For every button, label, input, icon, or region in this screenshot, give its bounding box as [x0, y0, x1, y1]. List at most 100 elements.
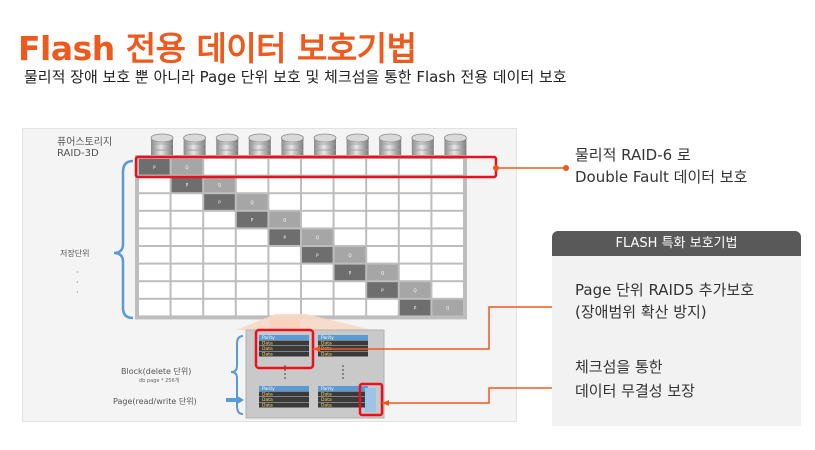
raid6-callout-line2: Double Fault 데이터 보호	[575, 168, 748, 186]
parity-label: Q	[283, 218, 286, 223]
parity-label: P	[316, 253, 319, 258]
grid-cell	[399, 229, 431, 245]
grid-cell	[236, 282, 268, 298]
grid-cell	[139, 194, 170, 210]
grid-cell	[236, 194, 268, 210]
parity-cell-label: Parity	[262, 335, 275, 341]
zoom-dot	[342, 369, 344, 371]
parity-label: Q	[218, 182, 221, 187]
page-subtitle: 물리적 장애 보호 뿐 아니라 Page 단위 보호 및 체크섬을 통한 Fla…	[24, 68, 567, 86]
parity-label: Q	[185, 165, 188, 170]
parity-label: Q	[348, 253, 351, 258]
parity-label: P	[414, 306, 417, 311]
raid6-callout-line1: 물리적 RAID-6 로	[575, 146, 691, 164]
feature-box-body	[552, 256, 801, 426]
parity-cell-label: Parity	[262, 386, 275, 392]
callout-raid6-line	[493, 165, 569, 171]
storage-bracket	[113, 159, 134, 320]
grid-cell	[367, 229, 398, 245]
parity-label: P	[381, 288, 384, 293]
grid-cell	[171, 159, 203, 175]
grid-cell	[139, 247, 170, 263]
data-cell-label: Data	[262, 403, 273, 409]
grid-cell	[236, 264, 268, 281]
grid-cell	[236, 247, 268, 263]
grid-cell	[302, 194, 333, 210]
grid-cell	[334, 264, 366, 281]
grid-cell	[269, 176, 300, 193]
grid-cell	[334, 247, 366, 263]
parity-label: P	[251, 218, 254, 223]
grid-cell	[139, 159, 170, 175]
checksum-highlight-box	[358, 382, 384, 417]
page-arrow	[226, 395, 244, 405]
grid-cell	[432, 159, 463, 175]
disk-icon	[248, 133, 272, 156]
grid-cell	[139, 299, 170, 316]
block-label: Block(delete 단위)	[121, 367, 192, 376]
zoom-dot	[342, 373, 344, 375]
grid-cell	[399, 299, 431, 316]
grid-cell	[139, 229, 170, 245]
grid-cell	[399, 211, 431, 228]
data-cell-label: Data	[262, 397, 273, 403]
grid-cell	[432, 176, 463, 193]
grid-cell	[171, 247, 203, 263]
zoom-dot	[284, 369, 286, 371]
grid-cell	[432, 247, 463, 263]
grid-cell	[236, 211, 268, 228]
grid-cell	[302, 176, 333, 193]
grid-cell	[139, 282, 170, 298]
grid-cell	[399, 176, 431, 193]
grid-cell	[171, 229, 203, 245]
grid-cell	[367, 282, 398, 298]
parity-label: Q	[414, 288, 417, 293]
data-cell-label: Data	[321, 392, 332, 398]
grid-cell	[367, 159, 398, 175]
grid-cell	[204, 159, 235, 175]
grid-cell	[399, 247, 431, 263]
zoom-dot	[284, 365, 286, 367]
disk-icon	[150, 133, 174, 156]
feature-item2-line2: 데이터 무결성 보장	[575, 382, 695, 400]
grid-cell	[269, 211, 300, 228]
data-cell-label: Data	[321, 403, 332, 409]
grid-cell	[432, 211, 463, 228]
page-label: Page(read/write 단위)	[113, 397, 197, 406]
grid-cell	[269, 194, 300, 210]
storage-unit-label: 저장단위	[60, 249, 90, 258]
parity-label: Q	[251, 200, 254, 205]
grid-cell	[236, 229, 268, 245]
grid-cell	[204, 299, 235, 316]
parity-label: Q	[446, 306, 449, 311]
grid-cell	[269, 247, 300, 263]
parity-label: P	[153, 165, 156, 170]
data-cell-label: Data	[262, 341, 273, 347]
grid-cell	[432, 299, 463, 316]
zoom-dot	[284, 377, 286, 379]
grid-cell	[171, 299, 203, 316]
grid-cell	[334, 194, 366, 210]
grid-cell	[334, 229, 366, 245]
zoom-dot	[342, 365, 344, 367]
grid-cell	[204, 247, 235, 263]
array-label: 퓨어스토리지	[57, 137, 113, 148]
disk-icon	[346, 133, 370, 156]
raid-label: RAID-3D	[57, 148, 99, 159]
grid-cell	[302, 247, 333, 263]
grid-cell	[204, 176, 235, 193]
data-cell-label: Data	[262, 352, 273, 358]
grid-cell	[204, 194, 235, 210]
data-cell-label: Data	[262, 392, 273, 398]
grid-cell	[236, 176, 268, 193]
grid-cell	[269, 264, 300, 281]
data-cell-label: Data	[321, 341, 332, 347]
parity-cell-label: Parity	[321, 386, 334, 392]
grid-cell	[367, 247, 398, 263]
block-sub-label: db page * 256개	[139, 378, 180, 384]
disk-icon	[411, 133, 435, 156]
